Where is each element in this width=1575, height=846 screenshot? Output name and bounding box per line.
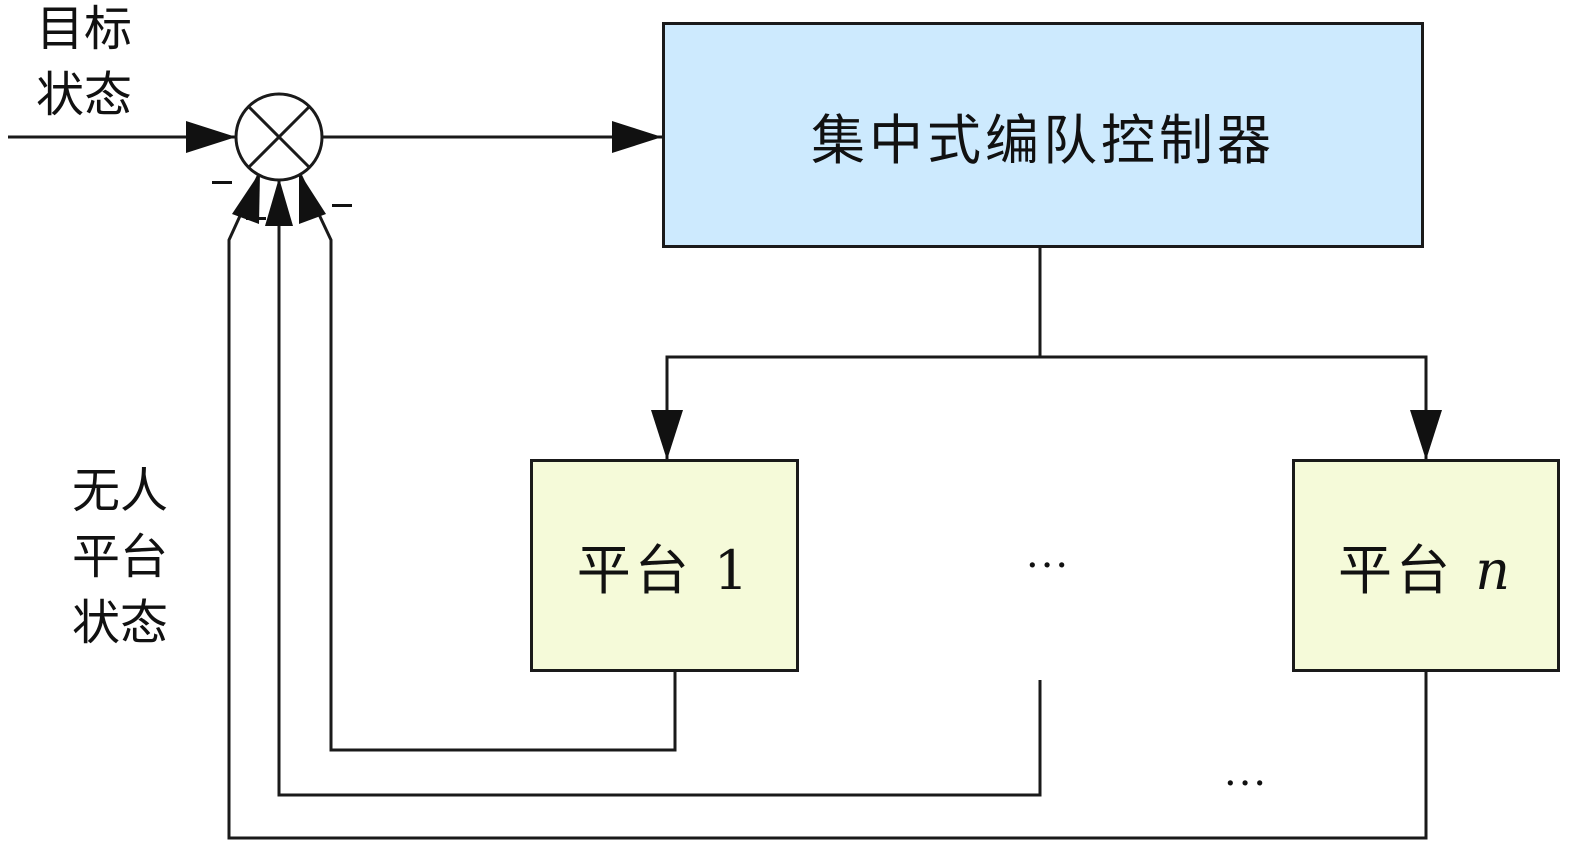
platform-1-index: 1 bbox=[713, 539, 753, 602]
target-state-line-2: 状态 bbox=[36, 67, 133, 123]
platform-state-line-1: 无人 bbox=[72, 463, 169, 519]
circle-cross-icon bbox=[234, 92, 324, 182]
platform-n-prefix: 平台 bbox=[1338, 539, 1455, 602]
platform-1-block: 平台 1 bbox=[530, 459, 799, 672]
platform-n-label: 平台 n bbox=[1338, 526, 1514, 605]
arrow-head-icon bbox=[651, 410, 683, 460]
target-state-label: 目标 状态 bbox=[36, 0, 132, 128]
arrow-head-icon bbox=[612, 121, 662, 153]
controller-label: 集中式编队控制器 bbox=[811, 108, 1275, 172]
arrow-head-icon bbox=[265, 178, 293, 226]
distribution-bus bbox=[665, 355, 1428, 460]
arrow-head-icon bbox=[232, 172, 260, 224]
feedback-platform-mid bbox=[277, 178, 1042, 797]
feedback-platform-n bbox=[227, 171, 1428, 840]
feedback-platform-1 bbox=[297, 171, 677, 752]
ellipsis-middle: ··· bbox=[1026, 543, 1071, 589]
controller-block: 集中式编队控制器 bbox=[662, 22, 1424, 248]
platform-state-line-3: 状态 bbox=[72, 595, 169, 651]
arrow-head-icon bbox=[299, 172, 326, 224]
platform-1-label: 平台 1 bbox=[577, 526, 753, 605]
platform-1-prefix: 平台 bbox=[576, 539, 693, 602]
arrow-head-icon bbox=[186, 121, 236, 153]
target-state-line-1: 目标 bbox=[36, 1, 133, 57]
platform-state-line-2: 平台 bbox=[72, 529, 169, 585]
arrow-head-icon bbox=[1410, 410, 1442, 460]
ellipsis-bottom: ··· bbox=[1224, 761, 1269, 807]
platform-n-block: 平台 n bbox=[1292, 459, 1560, 672]
feedback-minus-sign bbox=[332, 204, 352, 207]
feedback-minus-sign bbox=[246, 217, 266, 220]
feedback-minus-sign bbox=[212, 181, 232, 184]
platform-state-label: 无人 平台 状态 bbox=[72, 458, 168, 656]
platform-n-index: n bbox=[1475, 539, 1514, 602]
